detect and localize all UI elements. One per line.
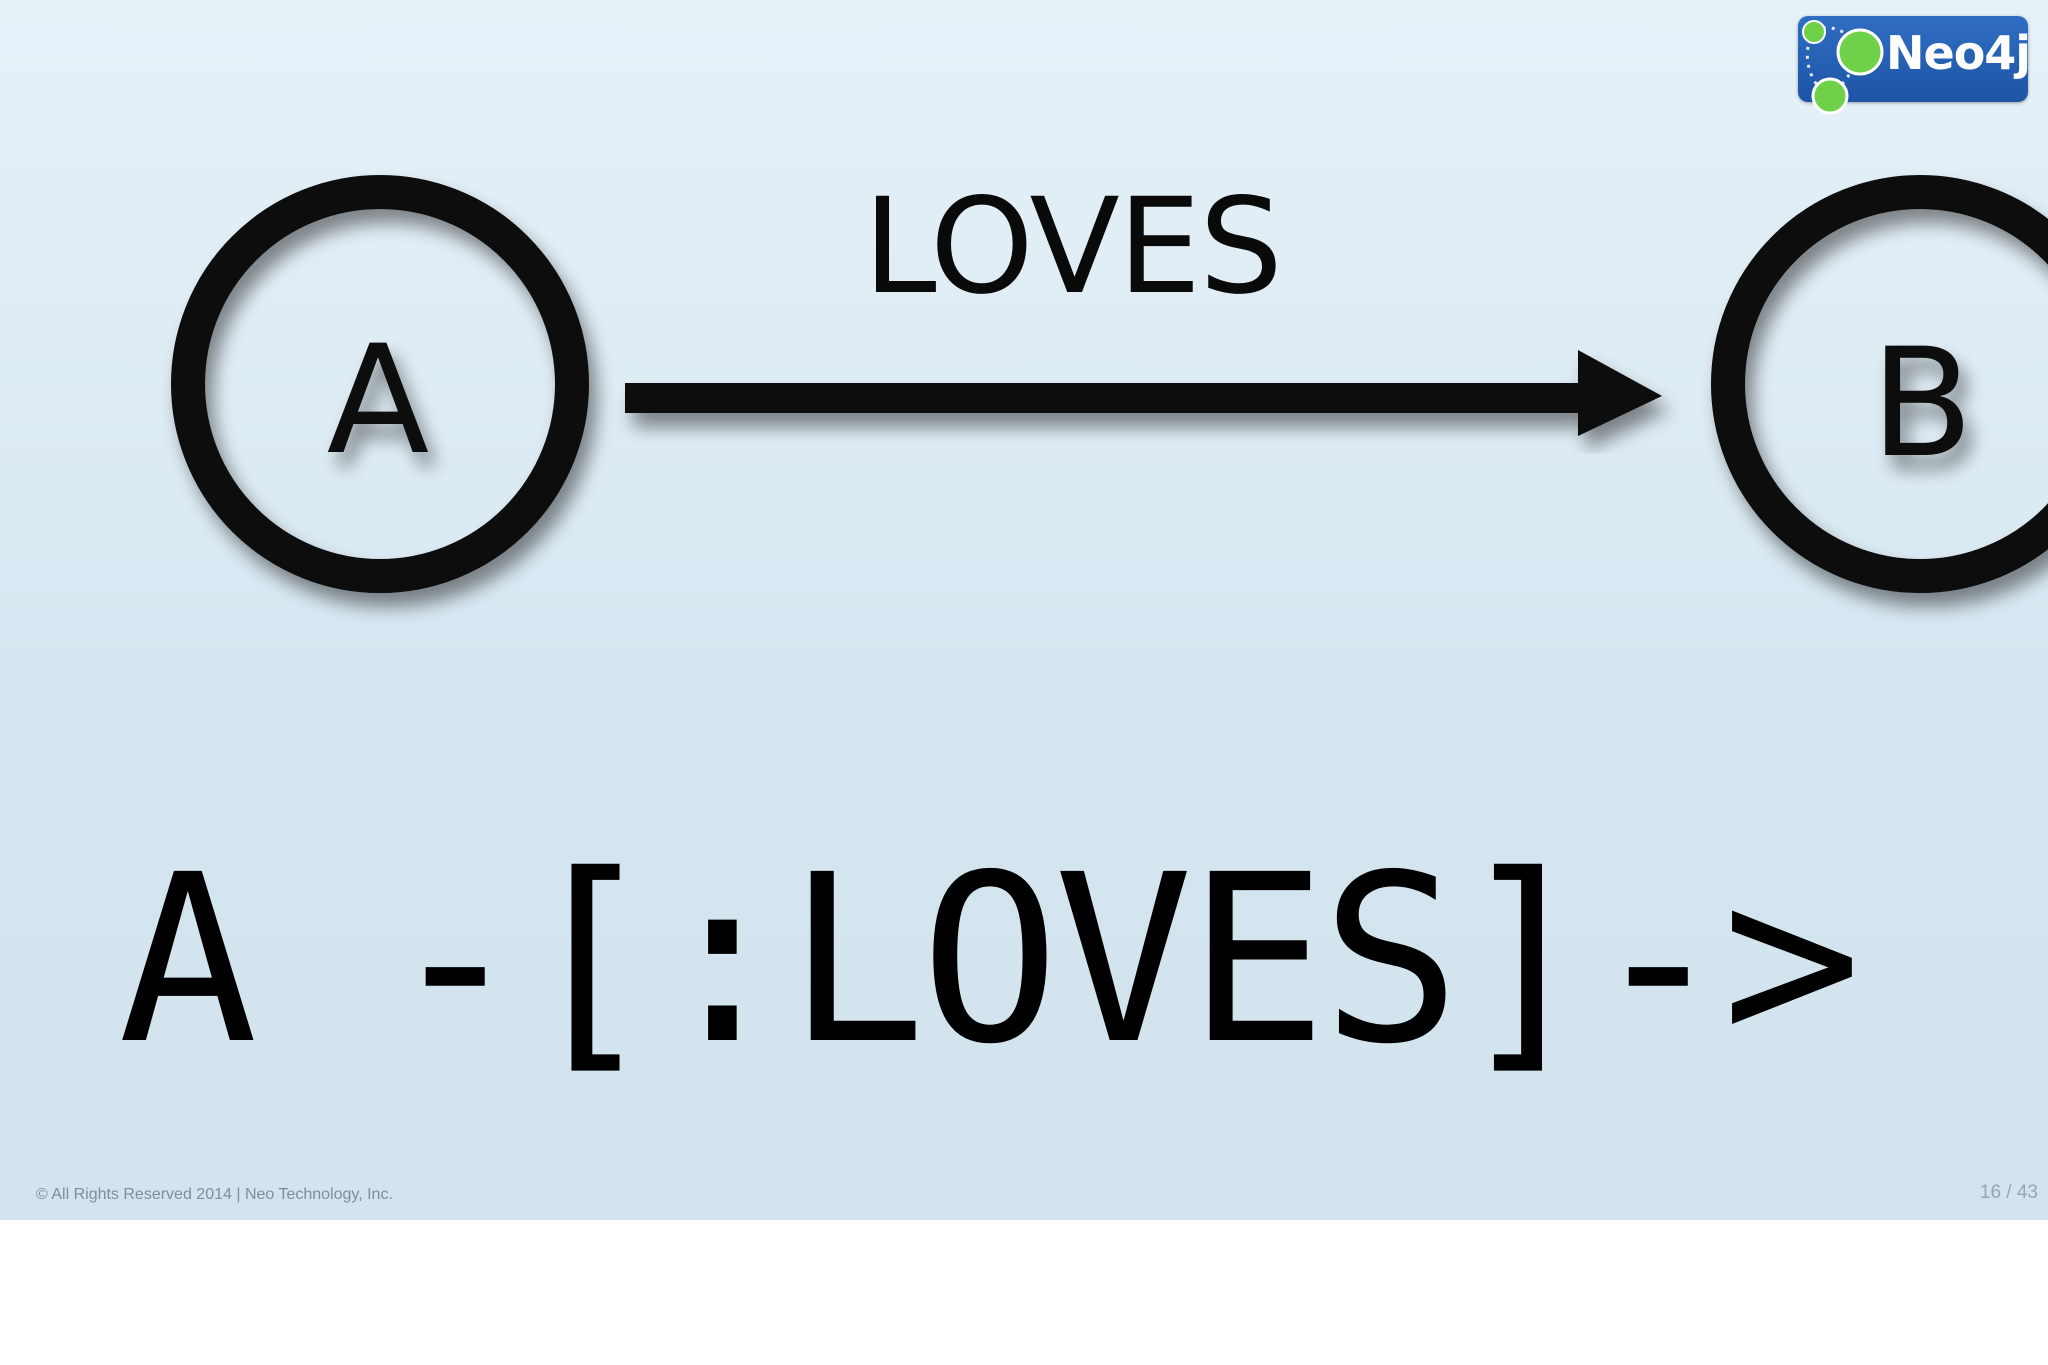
copyright-footer: © All Rights Reserved 2014 | Neo Technol… bbox=[36, 1186, 393, 1203]
node-a-label: A bbox=[327, 314, 430, 488]
graph-dots-icon bbox=[1802, 20, 1884, 115]
neo4j-logo: Neo4j bbox=[1798, 16, 2031, 115]
node-b: B bbox=[1711, 175, 2048, 593]
node-a: A bbox=[171, 175, 589, 593]
logo-dot-medium bbox=[1811, 77, 1849, 115]
relationship-label: LOVES bbox=[863, 170, 1281, 324]
graph-diagram: A LOVES B bbox=[171, 170, 2048, 593]
logo-dot-large bbox=[1836, 28, 1884, 76]
slide: A LOVES B A -[:LOVES]-> Neo4j © All Righ… bbox=[0, 0, 2048, 1220]
page-number: 16 / 43 bbox=[1979, 1182, 2038, 1203]
arrow-head bbox=[1578, 350, 1662, 436]
node-b-label: B bbox=[1871, 317, 1974, 491]
relationship-arrow bbox=[625, 350, 1662, 436]
cypher-pattern: A -[:LOVES]-> bbox=[118, 825, 1862, 1095]
arrow-shaft bbox=[625, 383, 1585, 413]
logo-dot-small bbox=[1802, 20, 1826, 44]
logo-text: Neo4j bbox=[1886, 26, 2031, 80]
node-b-circle bbox=[1711, 175, 2048, 593]
node-a-circle bbox=[171, 175, 589, 593]
